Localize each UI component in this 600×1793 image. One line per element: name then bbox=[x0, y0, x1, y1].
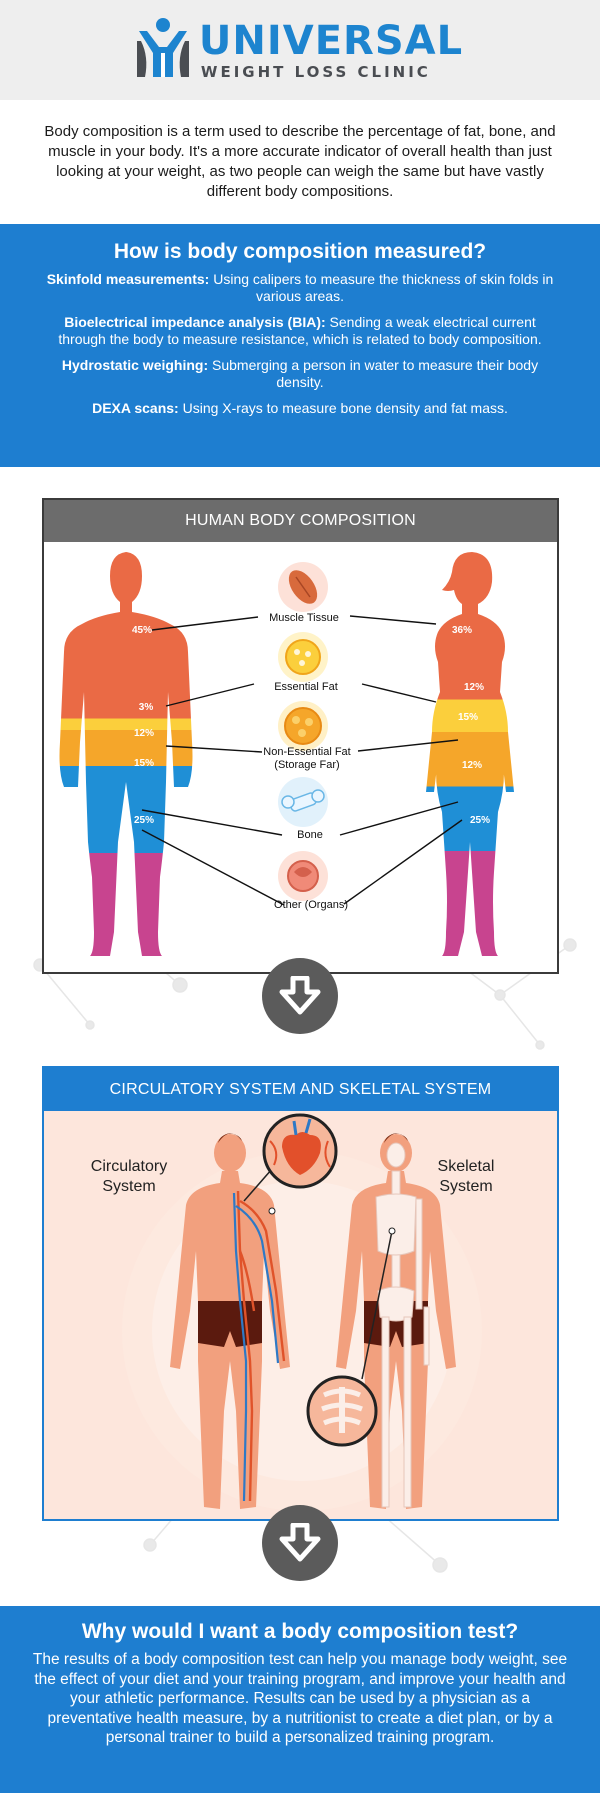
header: UNIVERSAL WEIGHT LOSS CLINIC bbox=[0, 0, 600, 100]
skeletal-label-2: System bbox=[439, 1178, 492, 1195]
skeletal-body-figure bbox=[336, 1133, 456, 1509]
arrow-down-icon bbox=[279, 1523, 321, 1562]
female-nonessential-percent: 15% bbox=[458, 712, 478, 723]
skeletal-pointer-dot bbox=[388, 1227, 396, 1235]
skeletal-label-1: Skeletal bbox=[438, 1158, 495, 1175]
label-other-organs: Other (Organs) bbox=[274, 899, 348, 911]
brand-tagline: WEIGHT LOSS CLINIC bbox=[200, 62, 431, 81]
female-muscle-percent: 36% bbox=[452, 625, 472, 636]
label-storage-fat: (Storage Far) bbox=[274, 759, 339, 771]
non-essential-fat-icon bbox=[278, 701, 328, 751]
measure-item-hydrostatic: Hydrostatic weighing: Submerging a perso… bbox=[44, 357, 556, 391]
measurement-title: How is body composition measured? bbox=[113, 240, 487, 263]
body-composition-title: HUMAN BODY COMPOSITION bbox=[44, 500, 557, 542]
down-arrow-1 bbox=[262, 958, 338, 1034]
male-bone-percent: 15% bbox=[134, 758, 154, 769]
measure-item-skinfold: Skinfold measurements: Using calipers to… bbox=[44, 271, 556, 305]
female-figure bbox=[426, 552, 514, 956]
measure-item-bia: Bioelectrical impedance analysis (BIA): … bbox=[44, 314, 556, 348]
measure-desc: Submerging a person in water to measure … bbox=[212, 357, 539, 390]
heart-magnifier-icon bbox=[243, 1113, 338, 1202]
intro-text: Body composition is a term used to descr… bbox=[44, 123, 556, 200]
down-arrow-2 bbox=[262, 1505, 338, 1581]
muscle-tissue-icon bbox=[278, 562, 328, 612]
male-figure bbox=[59, 552, 193, 956]
measure-desc: Sending a weak electrical current throug… bbox=[58, 314, 542, 347]
measure-term: Hydrostatic weighing: bbox=[61, 357, 209, 373]
connector-lines bbox=[141, 615, 463, 906]
circulatory-body-figure bbox=[170, 1133, 290, 1509]
circulatory-label-1: Circulatory bbox=[91, 1158, 167, 1175]
body-composition-graphic: Muscle Tissue Essential Fat Non-Essentia… bbox=[59, 552, 514, 956]
male-nonessential-percent: 12% bbox=[134, 728, 154, 739]
label-muscle-tissue: Muscle Tissue bbox=[269, 612, 339, 624]
clinic-logo[interactable]: UNIVERSAL WEIGHT LOSS CLINIC bbox=[136, 17, 464, 83]
circulatory-pointer-dot bbox=[268, 1207, 276, 1215]
measure-term: DEXA scans: bbox=[92, 400, 179, 416]
male-muscle-percent: 45% bbox=[132, 625, 152, 636]
measurement-section: How is body composition measured? Skinfo… bbox=[0, 224, 600, 467]
body-composition-panel: HUMAN BODY COMPOSITION bbox=[42, 498, 559, 974]
circulatory-label-2: System bbox=[102, 1178, 155, 1195]
measure-term: Bioelectrical impedance analysis (BIA): bbox=[64, 314, 326, 330]
ribcage-magnifier-icon bbox=[306, 1230, 393, 1447]
brand-name: UNIVERSAL bbox=[198, 17, 464, 64]
measure-term: Skinfold measurements: bbox=[46, 271, 210, 287]
systems-panel: CIRCULATORY SYSTEM AND SKELETAL SYSTEM C… bbox=[42, 1066, 559, 1521]
female-essential-percent: 12% bbox=[464, 682, 484, 693]
measure-desc: Using X-rays to measure bone density and… bbox=[182, 400, 508, 416]
label-non-essential-fat: Non-Essential Fat bbox=[263, 746, 350, 758]
organs-icon bbox=[278, 851, 328, 901]
why-text: The results of a body composition test c… bbox=[32, 1651, 568, 1746]
bone-icon bbox=[278, 777, 328, 827]
measure-desc: Using calipers to measure the thickness … bbox=[213, 271, 554, 304]
male-other-percent: 25% bbox=[134, 815, 154, 826]
label-bone: Bone bbox=[297, 829, 323, 841]
intro-section: Body composition is a term used to descr… bbox=[0, 100, 600, 224]
why-section: Why would I want a body composition test… bbox=[0, 1606, 600, 1793]
systems-title: CIRCULATORY SYSTEM AND SKELETAL SYSTEM bbox=[44, 1068, 557, 1111]
male-essential-percent: 3% bbox=[139, 702, 154, 713]
why-title: Why would I want a body composition test… bbox=[81, 1620, 519, 1643]
arrow-down-icon bbox=[279, 976, 321, 1015]
essential-fat-icon bbox=[278, 632, 328, 682]
female-bone-percent: 12% bbox=[462, 760, 482, 771]
label-essential-fat: Essential Fat bbox=[274, 681, 338, 693]
measure-item-dexa: DEXA scans: Using X-rays to measure bone… bbox=[44, 400, 556, 417]
systems-graphic: Circulatory System Skeletal System bbox=[91, 1113, 495, 1511]
female-other-percent: 25% bbox=[470, 815, 490, 826]
person-logo-icon bbox=[136, 18, 189, 77]
